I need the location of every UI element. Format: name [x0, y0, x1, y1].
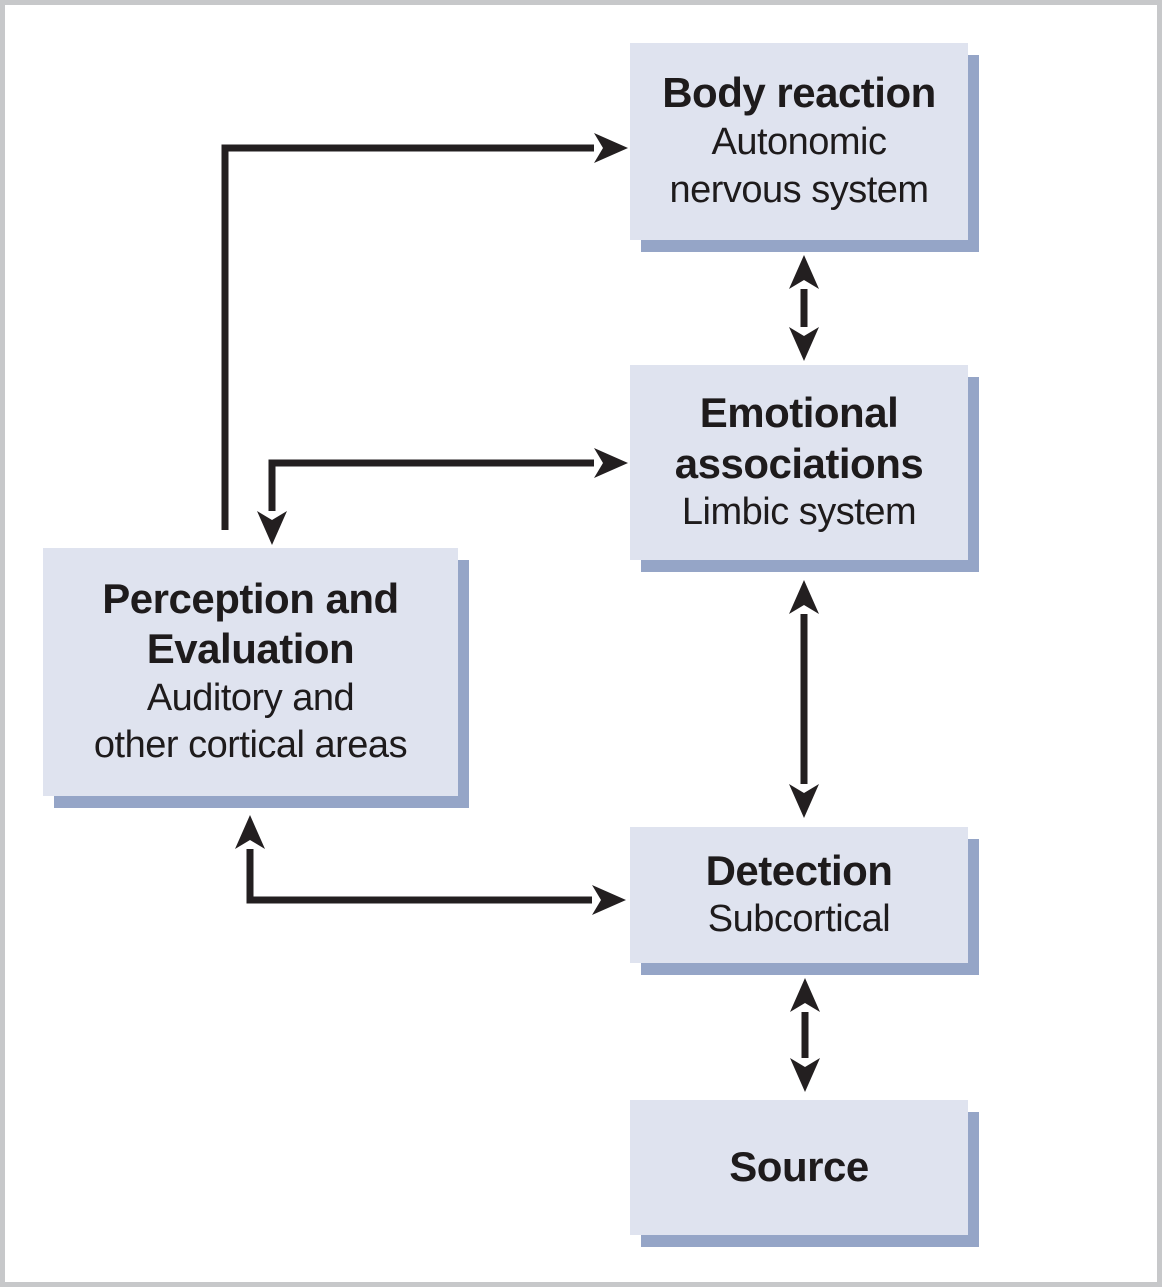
perception-evaluation-title-line: Perception and [102, 574, 399, 622]
node-emotional-associations: Emotional associations Limbic system [630, 365, 968, 560]
detection-subtitle-line: Subcortical [707, 898, 891, 941]
body-reaction-title: Body reaction [662, 68, 936, 118]
source-title: Source [729, 1142, 869, 1192]
body-reaction-title-line: Body reaction [662, 69, 936, 117]
emotional-associations-subtitle: Limbic system [681, 489, 917, 537]
arrow-perception-emotional-two-way [257, 448, 628, 545]
body-reaction-subtitle-line: Autonomic [711, 120, 887, 163]
arrow-perception-to-body-reaction [221, 133, 628, 530]
perception-evaluation-title: Perception and Evaluation [102, 574, 399, 675]
perception-evaluation-subtitle-line: Auditory and [146, 676, 355, 719]
detection-subtitle: Subcortical [707, 896, 891, 944]
emotional-associations-subtitle-line: Limbic system [681, 490, 917, 533]
emotional-associations-title-line: associations [674, 439, 924, 487]
body-reaction-subtitle-line: nervous system [669, 168, 929, 211]
perception-evaluation-subtitle-line: other cortical areas [93, 724, 408, 767]
detection-title: Detection [706, 846, 893, 896]
node-detection: Detection Subcortical [630, 827, 968, 963]
node-body-reaction: Body reaction Autonomic nervous system [630, 43, 968, 240]
source-title-line: Source [729, 1143, 869, 1191]
perception-evaluation-subtitle: Auditory and other cortical areas [93, 675, 408, 771]
emotional-associations-title-line: Emotional [699, 389, 899, 437]
detection-title-line: Detection [705, 846, 893, 894]
arrow-perception-detection-two-way [235, 815, 626, 915]
node-perception-evaluation: Perception and Evaluation Auditory and o… [43, 548, 458, 796]
emotional-associations-title: Emotional associations [674, 388, 924, 489]
node-source: Source [630, 1100, 968, 1235]
body-reaction-subtitle: Autonomic nervous system [669, 119, 929, 215]
perception-evaluation-title-line: Evaluation [146, 625, 355, 673]
